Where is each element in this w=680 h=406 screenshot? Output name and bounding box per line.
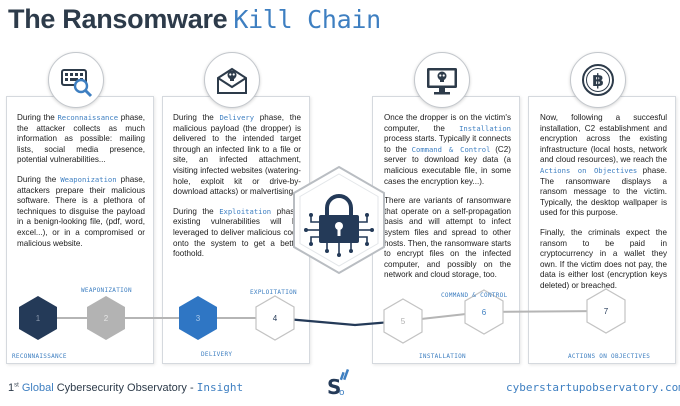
step-5-hexagon: 5: [383, 298, 423, 344]
footer-observatory: 1st Global Cybersecurity Observatory - I…: [8, 381, 243, 394]
footer-dash: -: [190, 382, 194, 394]
panel-text-3: Once the dropper is on the victim's comp…: [384, 113, 511, 290]
footer-sup: st: [14, 382, 19, 389]
panel-paragraph: During the Exploitation phase, existing …: [173, 206, 301, 259]
panel-paragraph: There are variants of ransomware that op…: [384, 196, 511, 280]
phase-keyword: Actions on Objectives: [540, 165, 638, 175]
step-7-number: 7: [604, 307, 609, 316]
phase-label-exploitation: EXPLOITATION: [250, 289, 297, 296]
keyboard-magnifier-icon: [48, 52, 104, 108]
step-3-hexagon: 3: [179, 296, 217, 340]
step-3-number: 3: [196, 314, 201, 323]
phase-label-command-control: COMMAND & CONTROL: [441, 292, 508, 299]
step-5-number: 5: [401, 317, 406, 326]
phase-keyword: Command & Control: [411, 144, 491, 154]
step-1-number: 1: [36, 314, 41, 323]
panel-paragraph: Now, following a succesful installation,…: [540, 113, 667, 218]
panel-paragraph: During the Reconnaissance phase, the att…: [17, 113, 145, 165]
panel-paragraph: During the Weaponization phase, attacker…: [17, 174, 145, 248]
step-4-number: 4: [273, 314, 278, 323]
email-skull-icon: [204, 52, 260, 108]
panel-text-4: Now, following a succesful installation,…: [540, 113, 667, 301]
phase-keyword: Reconnaissance: [57, 113, 119, 122]
phase-keyword: Delivery: [219, 113, 255, 122]
phase-label-installation: INSTALLATION: [419, 353, 466, 360]
phase-label-actions: ACTIONS ON OBJECTIVES: [568, 353, 651, 360]
step-6-hexagon: 6: [464, 289, 504, 335]
panel-text-1: During the Reconnaissance phase, the att…: [17, 113, 145, 258]
svg-text:S: S: [327, 375, 341, 398]
phase-keyword: Weaponization: [60, 174, 117, 184]
phase-keyword: Exploitation: [219, 206, 272, 216]
footer-website[interactable]: cyberstartupobservatory.com: [506, 381, 680, 394]
bitcoin-icon: ฿: [570, 52, 626, 108]
phase-label-delivery: DELIVERY: [201, 351, 233, 358]
monitor-skull-icon: [414, 52, 470, 108]
ransomware-lock-hexagon: [293, 165, 385, 275]
step-4-hexagon: 4: [255, 295, 295, 341]
panel-paragraph: Once the dropper is on the victim's comp…: [384, 113, 511, 186]
step-2-hexagon: 2: [87, 296, 125, 340]
footer-insight: Insight: [196, 381, 244, 394]
phase-label-weaponization: WEAPONIZATION: [81, 287, 132, 294]
step-7-hexagon: 7: [586, 288, 626, 334]
phase-keyword: Installation: [459, 123, 511, 133]
phase-label-reconnaissance: RECONNAISSANCE: [12, 353, 67, 360]
footer-obs: Cybersecurity Observatory: [56, 382, 187, 394]
step-6-number: 6: [482, 308, 487, 317]
svg-text:o: o: [339, 388, 345, 398]
footer-num: 1: [8, 382, 15, 394]
panel-text-2: During the Delivery phase, the malicious…: [173, 113, 301, 269]
footer-global: Global: [21, 382, 54, 394]
panel-paragraph: During the Delivery phase, the malicious…: [173, 113, 301, 197]
title-accent: Kill Chain: [233, 5, 381, 34]
step-1-hexagon: 1: [19, 296, 57, 340]
title-main: The Ransomware: [8, 4, 228, 34]
svg-text:฿: ฿: [592, 71, 604, 91]
step-2-number: 2: [104, 314, 109, 323]
observatory-logo: S o: [327, 368, 350, 398]
panel-paragraph: Finally, the criminals expect the ransom…: [540, 227, 667, 290]
